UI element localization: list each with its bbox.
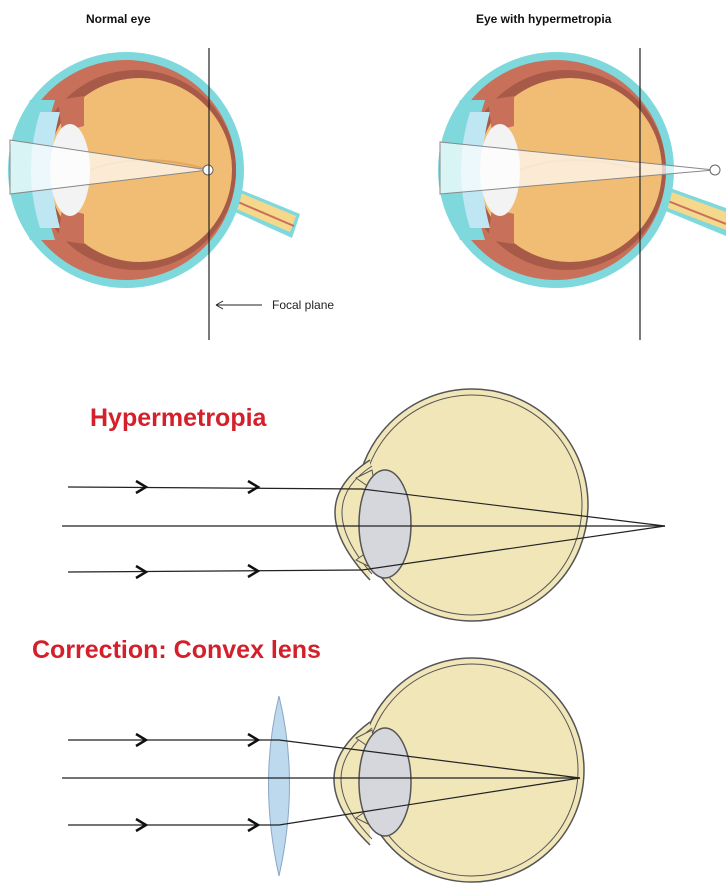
convex-lens [269, 696, 290, 876]
hypermetropia-ray-diagram [62, 389, 665, 621]
hypermetropic-eye [438, 48, 726, 340]
focal-point [710, 165, 720, 175]
correction-ray-diagram [62, 658, 584, 882]
normal-eye [8, 48, 300, 340]
chevron-arrow-icon [248, 481, 258, 493]
